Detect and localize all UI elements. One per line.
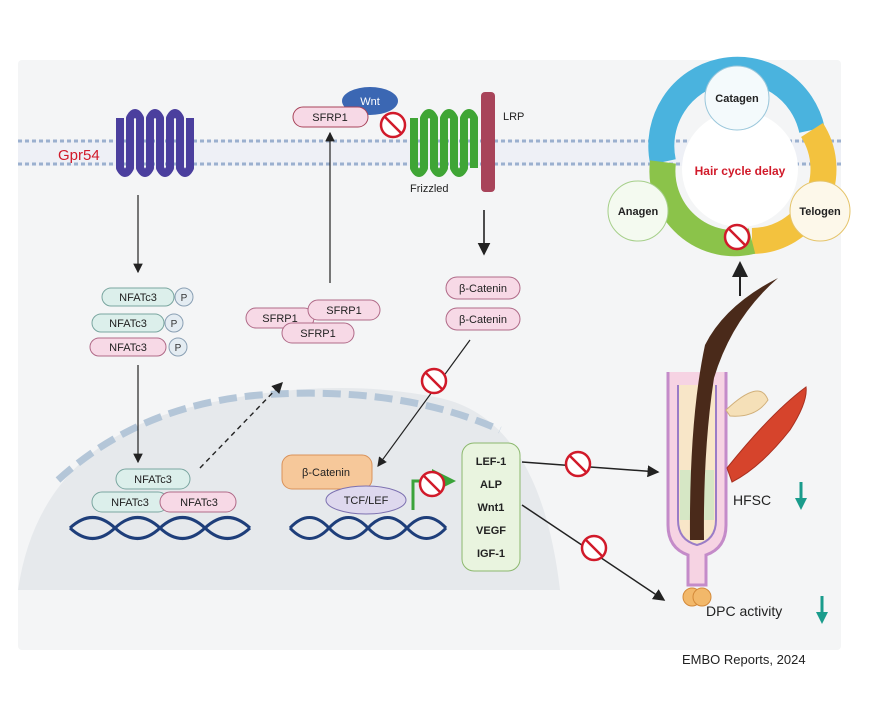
sfrp1-cluster-1: SFRP1: [262, 313, 297, 325]
beta-catenin-2: β-Catenin: [459, 314, 507, 326]
beta-catenin-1: β-Catenin: [459, 283, 507, 295]
hair-cycle-center: Hair cycle delay: [695, 164, 786, 178]
lrp-coreceptor: [481, 92, 495, 192]
target-genes-box: [461, 442, 521, 572]
gene-alp: ALP: [480, 479, 502, 491]
anagen-label: Anagen: [618, 206, 659, 218]
phospho-p-3: P: [175, 343, 182, 354]
catagen-node: [704, 65, 770, 131]
nfatc3-nuc-3: NFATc3: [180, 497, 218, 509]
beta-catenin-cytoplasm: [445, 276, 521, 331]
arrow-nfatc3-to-sfrp1: [199, 381, 283, 469]
lrp-label: LRP: [503, 111, 524, 123]
phospho-p-2: P: [171, 319, 178, 330]
gene-lef1: LEF-1: [476, 456, 507, 468]
inhibit-sign-wnt: [379, 111, 407, 139]
tcf-lef-label: TCF/LEF: [344, 495, 389, 507]
arrow-catenin-to-nucleus: [377, 339, 471, 467]
gpr54-receptor: [116, 109, 194, 177]
dpc-label: DPC activity: [706, 603, 782, 619]
sfrp1-membrane-label: SFRP1: [312, 112, 347, 124]
dpc-down-arrowhead: [816, 612, 828, 624]
sfrp1-cluster-3: SFRP1: [300, 328, 335, 340]
nuclear-envelope: [55, 389, 502, 483]
inhibit-sign-cycle: [723, 223, 751, 251]
gpr54-label: Gpr54: [58, 147, 100, 164]
inhibit-sign-transcription: [418, 470, 446, 498]
nfatc3-p-1: NFATc3: [119, 292, 157, 304]
hfsc-down-arrowhead: [795, 498, 807, 510]
dna-helix-left: [68, 516, 252, 540]
catagen-label: Catagen: [715, 93, 759, 105]
beta-catenin-nucleus-label: β-Catenin: [302, 467, 350, 479]
nfatc3-p-2: NFATc3: [109, 318, 147, 330]
inhibit-sign-catenin: [420, 367, 448, 395]
beta-catenin-nucleus: [281, 454, 373, 490]
inhibit-sign-dpc: [580, 534, 608, 562]
gene-igf1: IGF-1: [477, 548, 505, 560]
hair-follicle: [666, 278, 807, 607]
sfrp1-cluster: [245, 299, 381, 344]
phospho-p-1: P: [181, 293, 188, 304]
nfatc3-nuc-1: NFATc3: [134, 474, 172, 486]
frizzled-label: Frizzled: [410, 183, 449, 195]
telogen-label: Telogen: [799, 206, 841, 218]
hfsc-label: HFSC: [733, 492, 771, 508]
sfrp1-membrane: [292, 106, 369, 128]
gene-wnt1: Wnt1: [478, 502, 505, 514]
dna-helix-right: [288, 516, 448, 540]
nfatc3-nuc-2: NFATc3: [111, 497, 149, 509]
nfatc3-nucleus-group: [91, 468, 237, 513]
telogen-node: [789, 180, 851, 242]
citation: EMBO Reports, 2024: [682, 652, 806, 667]
frizzled-receptor: [410, 109, 478, 177]
nfatc3-p-3: NFATc3: [109, 342, 147, 354]
anagen-node: [607, 180, 669, 242]
nfatc3-phospho-stack: [89, 287, 194, 357]
sfrp1-cluster-2: SFRP1: [326, 305, 361, 317]
tcf-lef: [325, 485, 407, 515]
gene-vegf: VEGF: [476, 525, 506, 537]
wnt-label: Wnt: [360, 96, 380, 108]
inhibit-sign-hfsc: [564, 450, 592, 478]
